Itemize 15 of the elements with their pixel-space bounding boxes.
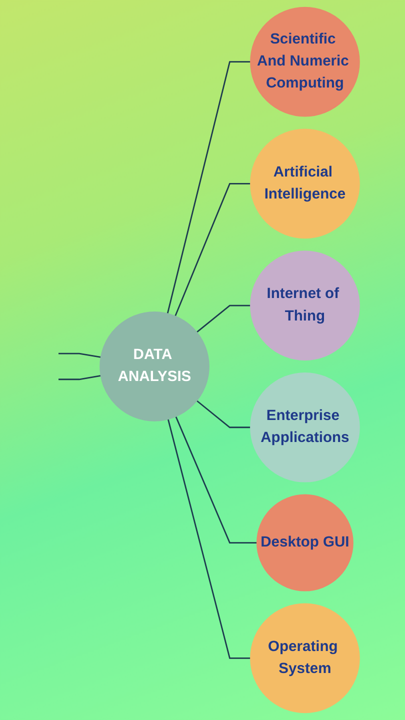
connector bbox=[174, 183, 250, 316]
node-circle: Artificial Intelligence bbox=[250, 128, 360, 239]
connector bbox=[175, 416, 257, 544]
connector bbox=[196, 304, 250, 333]
node-circle: Scientific And Numeric Computing bbox=[250, 6, 360, 117]
node-circle: Enterprise Applications bbox=[250, 372, 360, 482]
node-circle: Operating System bbox=[250, 603, 360, 714]
connector bbox=[196, 400, 250, 428]
node-circle: Internet of Thing bbox=[250, 250, 360, 360]
connector bbox=[58, 352, 101, 358]
node-circle: DATA ANALYSIS bbox=[100, 312, 210, 422]
node-circle: Desktop GUI bbox=[256, 494, 354, 592]
connector bbox=[166, 61, 250, 314]
connector bbox=[58, 375, 101, 380]
connector bbox=[167, 419, 250, 659]
